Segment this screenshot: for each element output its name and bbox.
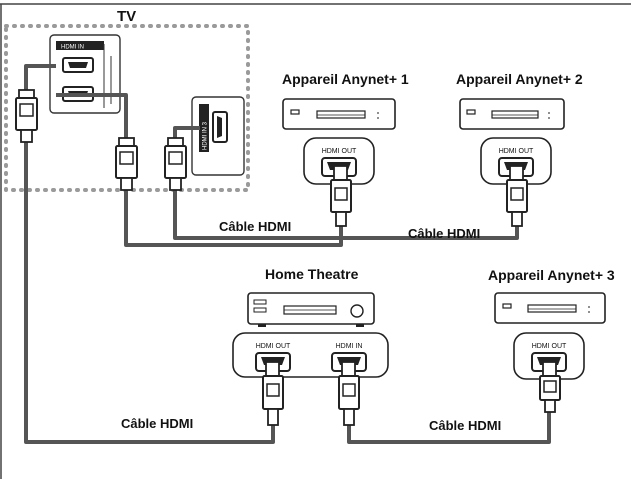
connector-home-theatre-in <box>338 361 360 426</box>
connector-tv-middle <box>115 137 138 191</box>
cable-label-device2: Câble HDMI <box>408 226 480 241</box>
device-2: Appareil Anynet+ 2 HDMI OUT <box>456 71 583 227</box>
connector-device3 <box>539 361 561 413</box>
connector-home-theatre-out <box>262 361 284 426</box>
device1-port-label: HDMI OUT <box>322 148 357 155</box>
home-theatre-box <box>247 292 375 327</box>
device3-box <box>494 292 606 324</box>
device1-label: Appareil Anynet+ 1 <box>282 71 409 87</box>
tv-hdmi-port-1 <box>62 57 94 73</box>
device1-box <box>282 98 396 130</box>
tv-label: TV <box>117 8 136 25</box>
cable-label-device1: Câble HDMI <box>219 219 291 234</box>
device-3: Appareil Anynet+ 3 HDMI OUT <box>488 267 615 413</box>
cable-tv-in3-to-device2 <box>173 126 519 240</box>
tv-port-hdmi-in-label: HDMI IN <box>61 45 84 51</box>
connector-device2 <box>506 165 528 227</box>
tv-hdmi-panel: HDMI IN <box>49 34 121 114</box>
cable-tv-to-home-theatre <box>24 64 275 444</box>
device2-port-label: HDMI OUT <box>499 148 534 155</box>
device3-port-label: HDMI OUT <box>532 343 567 350</box>
tv-port-hdmi-in3-label: HDMI IN 3 <box>203 121 209 150</box>
home-theatre-port-panel: HDMI OUT HDMI IN <box>232 332 389 378</box>
home-theatre-hdmi-in-label: HDMI IN <box>336 343 363 350</box>
connector-tv-in3 <box>164 137 187 191</box>
cable-label-device3: Câble HDMI <box>429 418 501 433</box>
hdmi-cables <box>24 64 551 444</box>
device2-label: Appareil Anynet+ 2 <box>456 71 583 87</box>
tv-hdmi-port-3 <box>212 111 228 143</box>
home-theatre: Home Theatre HDMI OUT HDMI IN <box>232 266 389 426</box>
tv-hdmi-in3-panel: HDMI IN 3 <box>191 96 245 176</box>
device2-box <box>459 98 565 130</box>
home-theatre-hdmi-out-label: HDMI OUT <box>256 343 291 350</box>
home-theatre-label: Home Theatre <box>265 266 359 282</box>
device3-label: Appareil Anynet+ 3 <box>488 267 615 283</box>
page-frame <box>0 3 631 479</box>
connector-device1 <box>330 165 352 227</box>
connector-tv-left <box>15 89 38 143</box>
cable-label-home-theatre: Câble HDMI <box>121 416 193 431</box>
cable-home-theatre-to-device3 <box>347 410 551 444</box>
device-1: Appareil Anynet+ 1 HDMI OUT <box>282 71 409 227</box>
